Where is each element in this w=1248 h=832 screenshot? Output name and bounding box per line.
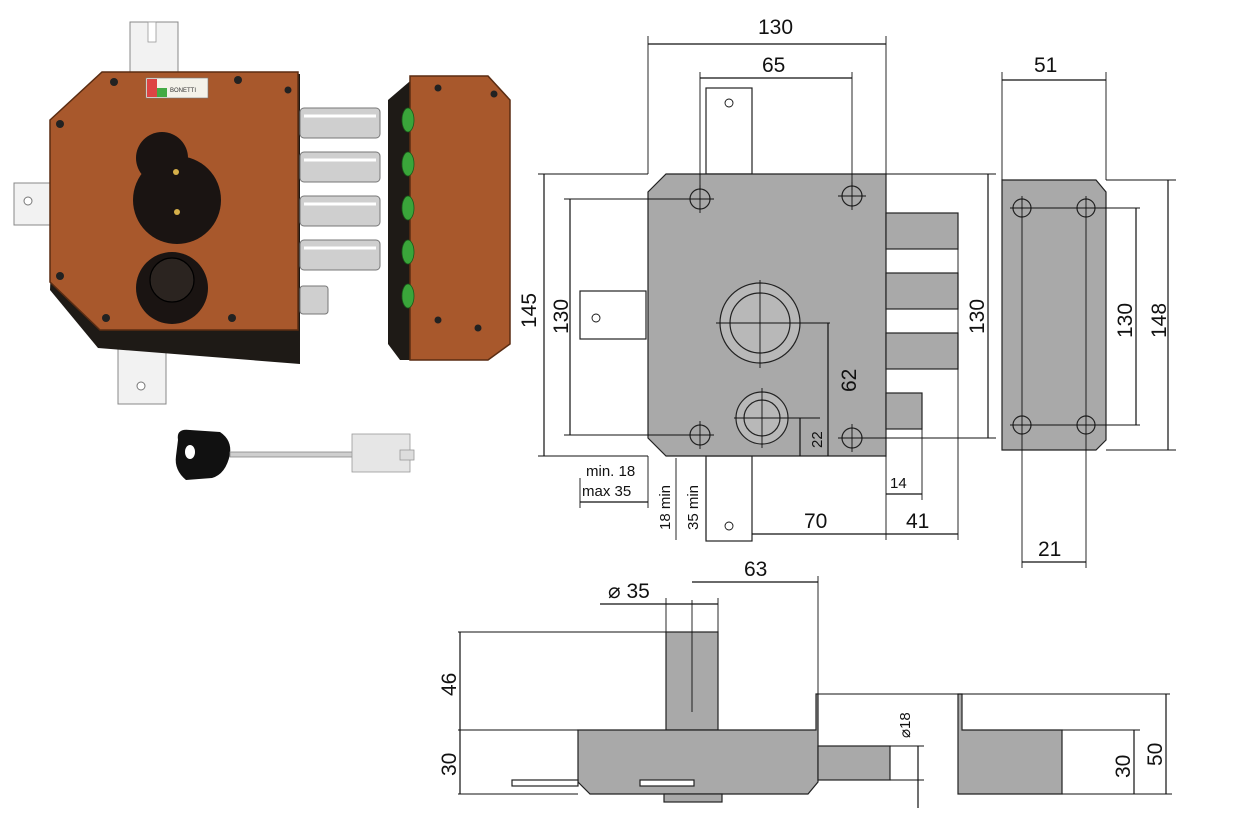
key-photo	[175, 429, 415, 480]
dim-backset-min: min. 18	[586, 463, 635, 480]
front-bottom-tab	[705, 455, 753, 542]
dim-keeper-overall: 50	[1144, 743, 1167, 766]
keeper-green-plugs	[401, 107, 415, 309]
knob	[149, 257, 195, 303]
bottom-dimensions: ⌀ 35 63 46 30 ⌀18 30 50	[438, 558, 1172, 808]
front-dimensions: 130 65 145 130 130 62 22	[518, 16, 996, 540]
dim-cylinder-offset: 63	[744, 558, 767, 581]
side-mount-tab	[13, 182, 55, 226]
dim-bolt-diameter: ⌀18	[897, 712, 914, 738]
dim-keeper-hole-spacing: 21	[1038, 538, 1061, 561]
key-shaft	[229, 451, 361, 458]
dim-cylinder-diameter: ⌀ 35	[608, 580, 650, 603]
dim-keeper-width: 51	[1034, 54, 1057, 77]
lock-photo: BONETTI	[13, 21, 381, 405]
key-bow	[175, 429, 231, 480]
front-view: 130 65 145 130 130 62 22	[518, 16, 996, 542]
dim-keeper-inner-height: 130	[1114, 303, 1137, 338]
dim-case-depth: 30	[438, 753, 461, 776]
keeper-plate	[1001, 179, 1107, 451]
dim-bolt-height: 130	[966, 299, 989, 334]
dim-bolt-spacing-70: 70	[804, 510, 827, 533]
dim-knob-offset: 22	[809, 431, 826, 448]
keeper-face	[409, 75, 511, 361]
case-screws	[56, 76, 292, 322]
bottom-view: ⌀ 35 63 46 30 ⌀18 30 50	[438, 558, 1172, 808]
front-side-tab	[579, 290, 647, 340]
dim-keeper-height: 148	[1148, 303, 1171, 338]
brand-label: BONETTI	[170, 88, 196, 94]
bottom-keeper	[957, 693, 1063, 795]
keeper-view: 51 130 148 21	[1001, 54, 1176, 568]
keeper-photo	[388, 75, 511, 361]
cylinder-top	[136, 132, 188, 184]
bolt-set	[299, 107, 381, 315]
front-knob-hole	[734, 388, 820, 448]
front-bolts	[885, 212, 959, 430]
bottom-side-tab	[511, 779, 579, 787]
dim-backset-max: max 35	[582, 483, 631, 500]
dim-cylinder-to-knob: 62	[838, 369, 861, 392]
dim-cylinder-height: 46	[438, 673, 461, 696]
keeper-dimensions: 51 130 148 21	[1001, 54, 1176, 563]
dim-front-width: 130	[758, 16, 793, 39]
front-top-tab	[705, 87, 753, 175]
dim-bolt-projection: 14	[890, 475, 907, 492]
dim-mount-spacing: 65	[762, 54, 785, 77]
bottom-case	[577, 693, 819, 795]
dim-front-height: 145	[518, 293, 541, 328]
dim-keeper-depth: 30	[1112, 755, 1135, 778]
dim-tab-18-min: 18 min	[657, 485, 674, 530]
keeper-holes	[1010, 196, 1140, 568]
dim-tab-35-min: 35 min	[685, 485, 702, 530]
bottom-bolt	[817, 745, 891, 781]
dim-front-inner-height: 130	[550, 299, 573, 334]
dim-bolt-length: 41	[906, 510, 929, 533]
front-cylinder-hole	[716, 280, 830, 368]
